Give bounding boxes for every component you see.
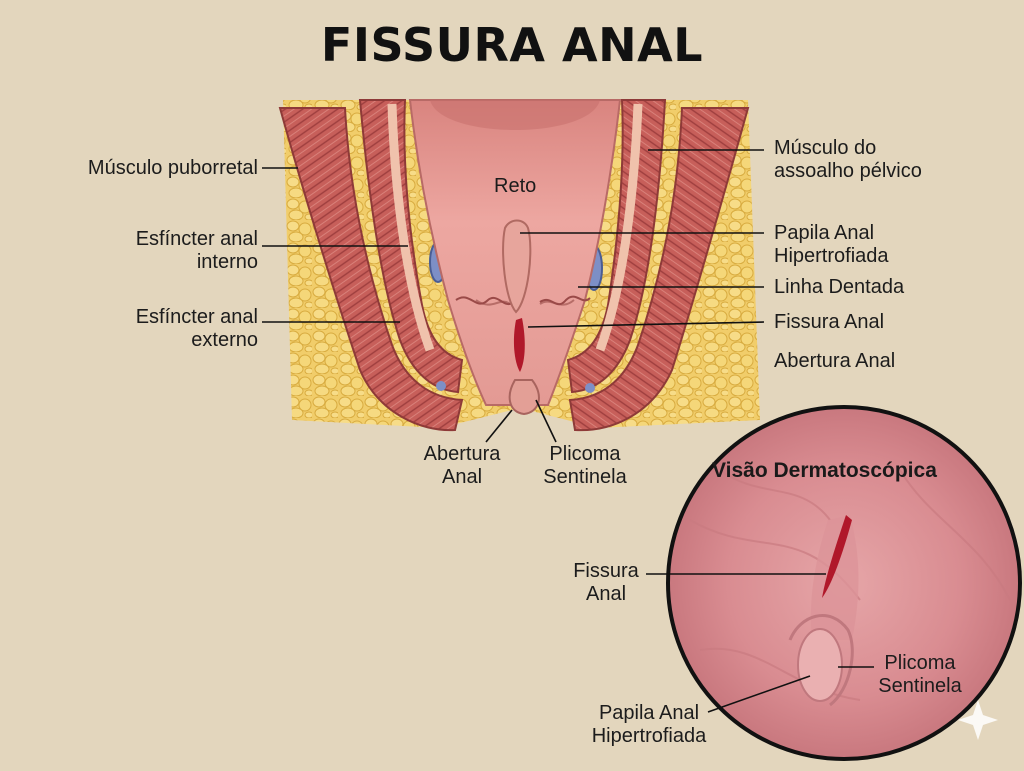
hypertrophied-papilla <box>502 219 532 314</box>
derm-label-papilla: Papila Anal Hipertrofiada <box>591 702 707 747</box>
derm-title: Visão Dermatoscópica <box>712 459 937 482</box>
derm-label-sentinel-pile: Plicoma Sentinela <box>878 652 962 697</box>
label-dentate-line: Linha Dentada <box>774 276 905 298</box>
dentate-line <box>455 295 591 306</box>
label-anal-opening-right: Abertura Anal <box>774 350 896 372</box>
sparkle-icon <box>958 700 998 740</box>
label-fissure: Fissura Anal <box>774 311 885 333</box>
derm-papilla <box>797 628 843 702</box>
sentinel-pile <box>508 379 540 416</box>
derm-label-fissure: Fissura Anal <box>573 560 639 605</box>
label-pelvic-floor: Músculo do assoalho pélvico <box>774 137 922 182</box>
label-puborretal: Músculo puborretal <box>87 157 258 179</box>
label-reto: Reto <box>494 175 537 197</box>
cross-section <box>278 99 760 432</box>
derm-leader-lines <box>646 573 874 713</box>
left-external-sphincter <box>278 107 464 432</box>
fissure <box>513 318 525 372</box>
derm-fissure <box>822 515 852 598</box>
label-papilla: Papila Anal Hipertrofiada <box>774 222 889 267</box>
label-internal-sphincter: Esfíncter anal interno <box>135 228 258 273</box>
right-external-sphincter <box>568 107 750 432</box>
right-internal-sphincter <box>566 99 667 394</box>
page-title: FISSURA ANAL <box>320 18 704 72</box>
label-sentinel-pile: Plicoma Sentinela <box>543 443 627 488</box>
dermatoscopic-view <box>666 405 1022 761</box>
label-external-sphincter: Esfíncter anal externo <box>135 306 258 351</box>
label-anal-opening: Abertura Anal <box>423 443 501 488</box>
leader-lines <box>262 149 765 443</box>
